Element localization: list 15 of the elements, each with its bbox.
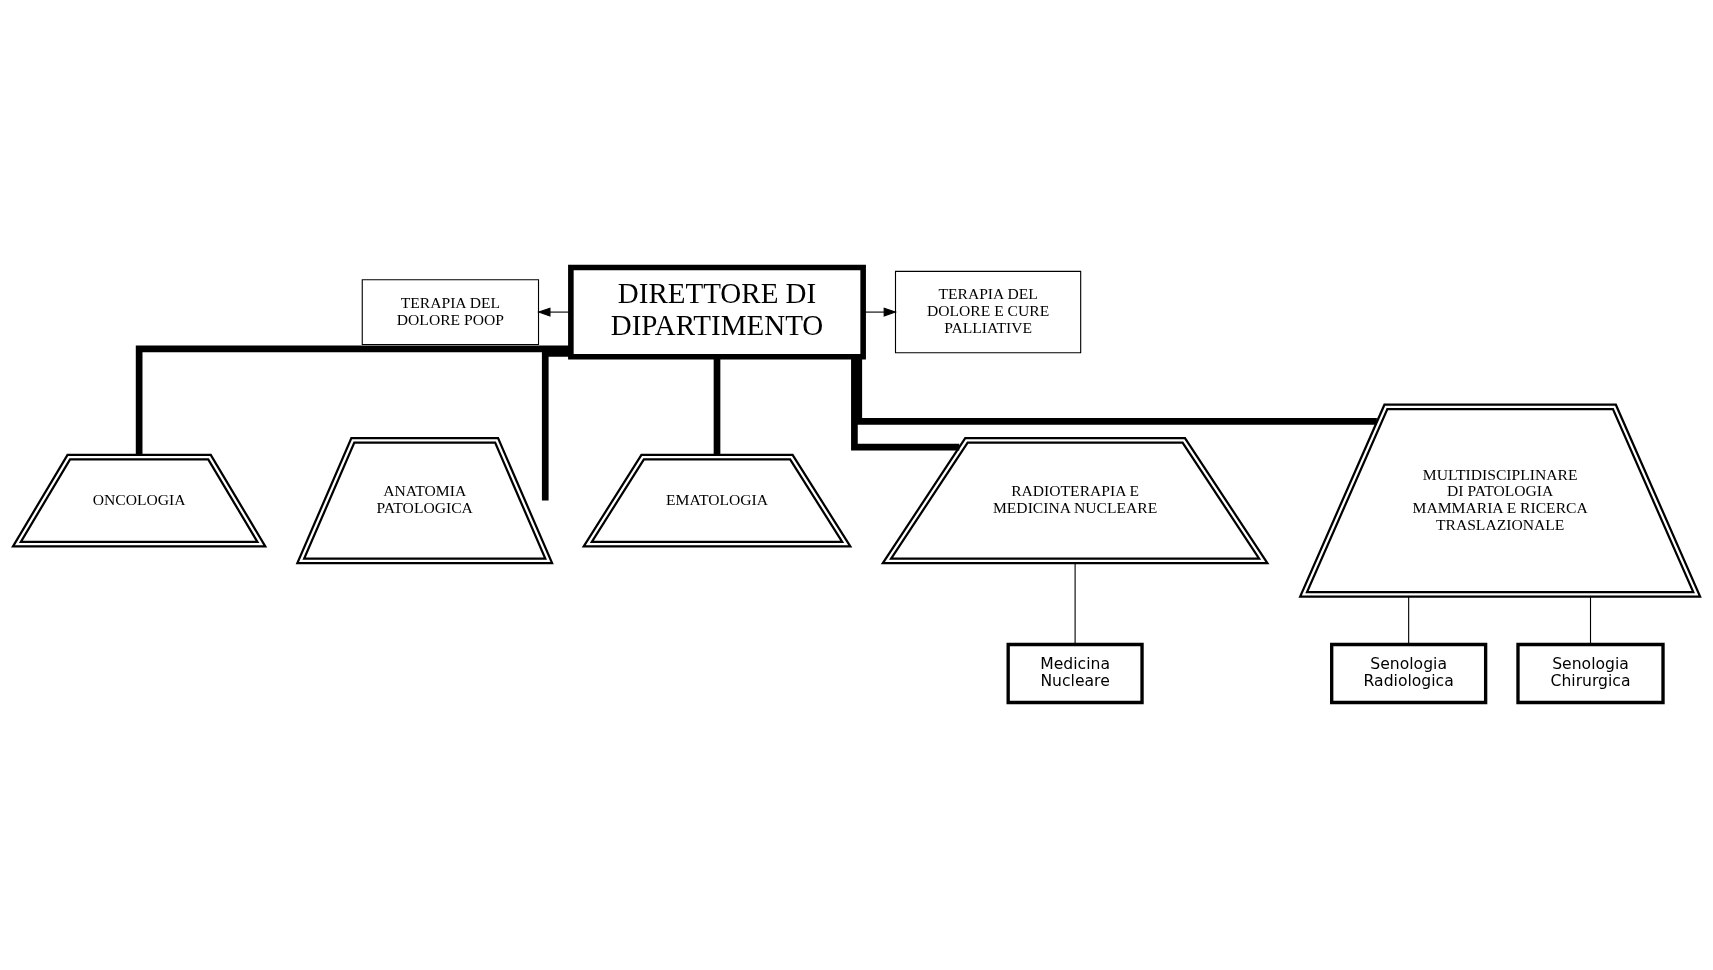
connector [541, 350, 571, 501]
arrow [862, 307, 898, 317]
connector [713, 356, 721, 455]
node-box: Senologia Chirurgica [1516, 642, 1665, 705]
node-box: Medicina Nucleare [1006, 642, 1144, 705]
node-box: Senologia Radiologica [1330, 642, 1488, 705]
connector [135, 345, 571, 455]
arrow [537, 307, 572, 317]
connector [1408, 596, 1410, 646]
node-box: TERAPIA DEL DOLORE POOP [361, 279, 540, 345]
connector [1589, 596, 1592, 646]
connector [851, 357, 960, 451]
node-box: DIRETTORE DI DIPARTIMENTO [568, 264, 866, 360]
node-box: TERAPIA DEL DOLORE E CURE PALLIATIVE [894, 270, 1082, 354]
connector [1074, 563, 1076, 645]
